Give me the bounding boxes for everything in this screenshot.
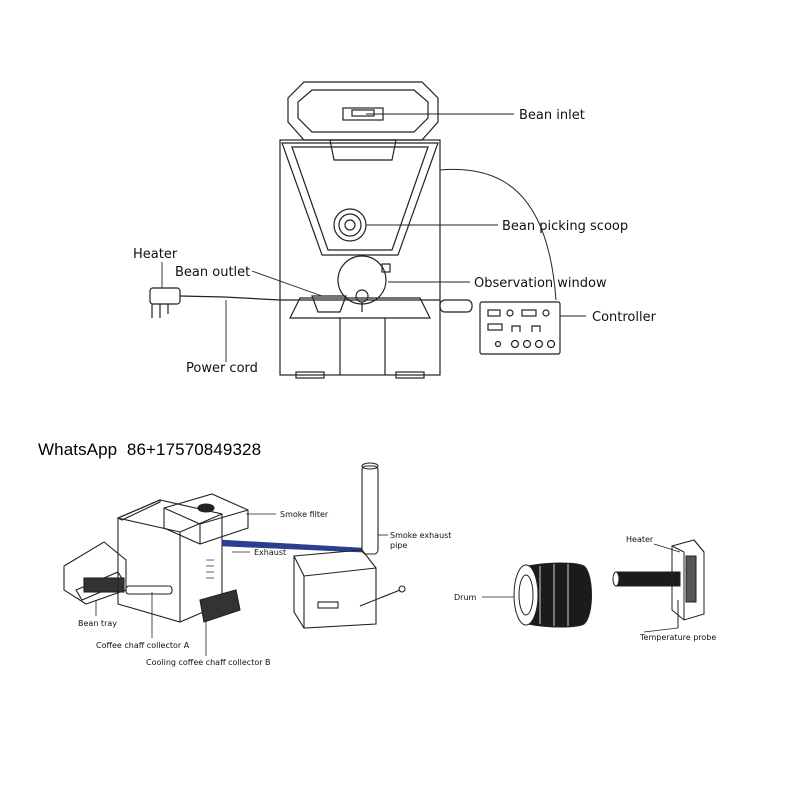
drum-leader-lines (482, 543, 681, 633)
label-power-cord: Power cord (186, 361, 258, 376)
chaff-collector-b (199, 589, 241, 623)
label-observation-window: Observation window (474, 276, 607, 291)
label-heater: Heater (133, 247, 178, 262)
roaster-front-view (149, 81, 586, 379)
bean-outlet-chute (311, 295, 347, 313)
exhaust-duct (221, 539, 363, 553)
roaster-exploded-view (63, 462, 406, 656)
bean-tray (63, 541, 127, 605)
exploded-labels: Smoke filter Smoke exhaust pipe Exhaust … (78, 510, 451, 667)
label-bean-outlet: Bean outlet (175, 265, 250, 280)
exhaust-unit (293, 549, 406, 629)
label-bean-picking-scoop: Bean picking scoop (502, 219, 628, 234)
label-bean-inlet: Bean inlet (519, 108, 585, 123)
controller-cable (439, 168, 557, 301)
drum (513, 562, 592, 628)
whatsapp-contact: WhatsApp 86+17570849328 (38, 440, 261, 460)
label-drum: Drum (454, 593, 477, 602)
controller-panel (479, 301, 561, 355)
label-heater-2: Heater (626, 535, 654, 544)
drum-assembly (482, 539, 705, 633)
smoke-exhaust-pipe (361, 462, 379, 555)
top-labels: Bean inlet Bean picking scoop Heater Bea… (133, 108, 657, 376)
bean-inlet-hopper (287, 81, 439, 161)
bean-picking-scoop (333, 208, 367, 242)
top-leader-lines (161, 113, 586, 362)
label-smoke-filter: Smoke filter (280, 510, 329, 519)
drum-labels: Drum Heater Temperature probe (454, 535, 716, 642)
label-bean-tray: Bean tray (78, 619, 117, 628)
heater-mount-plate (671, 539, 705, 621)
label-smoke-exhaust-pipe-2: pipe (390, 541, 407, 550)
exploded-leader-lines (95, 513, 388, 656)
label-temperature-probe: Temperature probe (639, 633, 716, 642)
label-smoke-exhaust-pipe-1: Smoke exhaust (390, 531, 451, 540)
observation-window (337, 255, 391, 312)
label-chaff-collector-a: Coffee chaff collector A (96, 641, 190, 650)
power-cord (149, 287, 281, 318)
roaster-body (279, 139, 441, 379)
side-shaft (439, 299, 473, 313)
whatsapp-number: 86+17570849328 (126, 440, 262, 459)
whatsapp-label: WhatsApp (38, 440, 118, 459)
label-controller: Controller (592, 310, 657, 325)
heater-tube (612, 571, 681, 587)
label-chaff-collector-b: Cooling coffee chaff collector B (146, 658, 271, 667)
label-exhaust: Exhaust (254, 548, 286, 557)
smoke-filter (163, 493, 249, 545)
